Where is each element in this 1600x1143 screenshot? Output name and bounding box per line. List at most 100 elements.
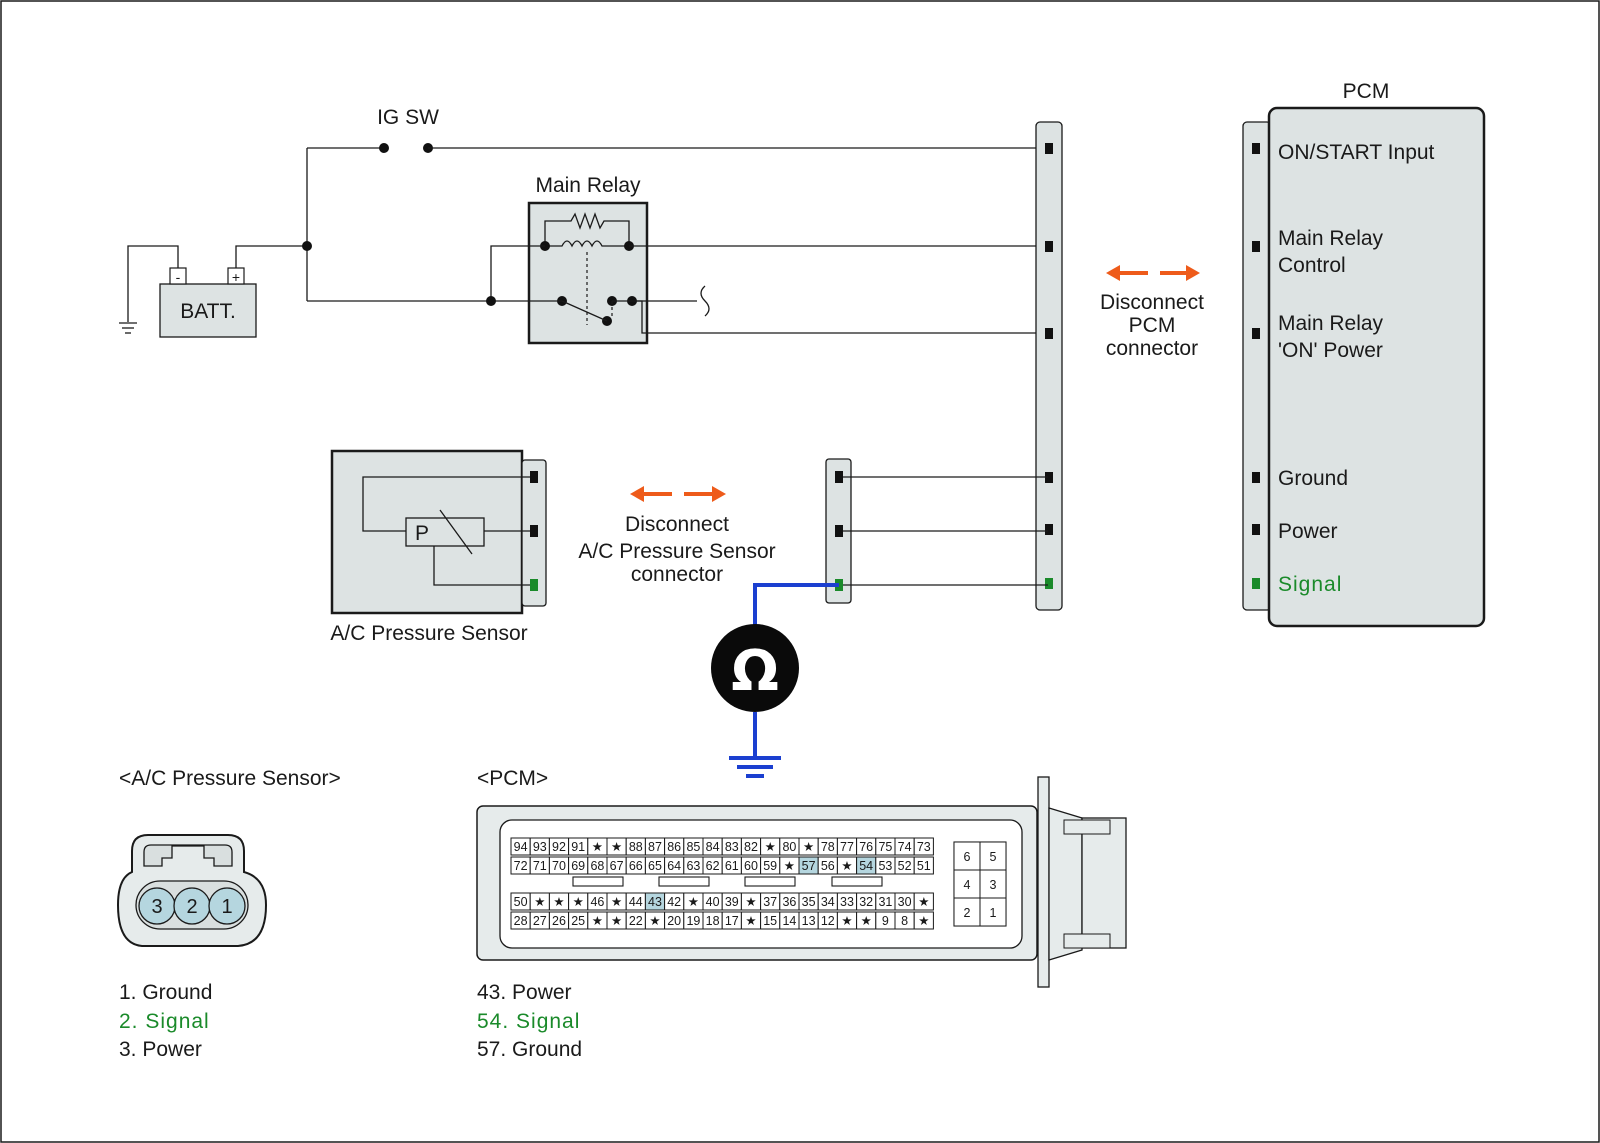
battery: - + BATT. — [159, 267, 257, 338]
ac-pressure-sensor: P A/C Pressure Sensor — [330, 449, 547, 645]
pcm-pin-label: 14 — [782, 914, 796, 928]
junction-dot — [302, 241, 312, 251]
pcm-pin-label: 57 — [802, 859, 816, 873]
ohmmeter: Ω — [711, 583, 839, 778]
pcm-pin-label: ★ — [861, 914, 872, 928]
pcm-pin-label: 35 — [802, 895, 816, 909]
pcm-pin-label: 60 — [744, 859, 758, 873]
pcm-pin-label: 61 — [725, 859, 739, 873]
pcm-pin-label: 50 — [514, 895, 528, 909]
pcm-pin-label: 52 — [898, 859, 912, 873]
pcm-pin-label: 32 — [859, 895, 873, 909]
pcm-pin-label: 73 — [917, 840, 931, 854]
pcm-pin-signal: Signal — [1278, 573, 1342, 596]
junction-dot — [486, 296, 496, 306]
sensor-pin-3-label: 3 — [151, 896, 162, 918]
wire-break-symbol — [700, 285, 710, 317]
pcm-pin-label: 87 — [648, 840, 662, 854]
pcm-pin-label: 43 — [648, 895, 662, 909]
pcm-pin-label: 68 — [590, 859, 604, 873]
pcm-pin-label: 25 — [571, 914, 585, 928]
disconnect-pcm-label-3: connector — [1106, 337, 1198, 360]
pcm-legend-3: 57. Ground — [477, 1038, 582, 1061]
battery-label: BATT. — [180, 300, 236, 323]
disconnect-pcm-label-2: PCM — [1129, 314, 1176, 337]
pcm-pin-label: 13 — [802, 914, 816, 928]
disconnect-sensor-label-3: connector — [631, 563, 723, 586]
pcm-pin-label: ★ — [553, 895, 564, 909]
pcm-pin-label: 74 — [898, 840, 912, 854]
sensor-name-label: A/C Pressure Sensor — [330, 622, 527, 645]
pcm-pin-label: 9 — [882, 914, 889, 928]
pcm-pin-label: ★ — [841, 914, 852, 928]
pcm-pin-label: 8 — [901, 914, 908, 928]
pcm-connector-title: <PCM> — [477, 767, 548, 790]
pcm-pin-label: 85 — [686, 840, 700, 854]
pcm-pin-main-relay-control-2: Control — [1278, 254, 1346, 277]
pcm-pin-ground: Ground — [1278, 467, 1348, 490]
pcm-pin-label: 69 — [571, 859, 585, 873]
pcm-pin-label: 75 — [878, 840, 892, 854]
pcm-pin-label: ★ — [649, 914, 660, 928]
pcm-pin-label: 30 — [898, 895, 912, 909]
pcm-side-pin-label: 3 — [990, 878, 997, 892]
ohm-symbol: Ω — [731, 639, 779, 704]
pcm-pin-label: ★ — [611, 914, 622, 928]
pcm-pin-label: ★ — [534, 895, 545, 909]
battery-plus-label: + — [232, 269, 240, 285]
pcm-pin-label: 17 — [725, 914, 739, 928]
pcm-pin-on-start-input: ON/START Input — [1278, 141, 1435, 164]
disconnect-sensor-label-2: A/C Pressure Sensor — [578, 540, 775, 563]
pcm-side-pin-label: 5 — [990, 850, 997, 864]
pcm-pin-label: 15 — [763, 914, 777, 928]
sensor-pin-1 — [208, 887, 246, 925]
pcm-pin-label: 64 — [667, 859, 681, 873]
sensor-legend-1: 1. Ground — [119, 981, 212, 1004]
battery-positive-wire — [235, 245, 307, 268]
pcm-pin-label: 72 — [514, 859, 528, 873]
pcm-module: PCM ON/START Input Main Relay Control Ma… — [1242, 80, 1486, 628]
pcm-pin-cell — [913, 911, 934, 930]
sensor-p-label: P — [415, 522, 429, 545]
pcm-pin-label: 44 — [629, 895, 643, 909]
pcm-pin-power: Power — [1278, 520, 1338, 543]
pcm-title: PCM — [1343, 80, 1390, 103]
pcm-harness-connector — [1035, 121, 1063, 611]
pcm-pin-label: 59 — [763, 859, 777, 873]
pcm-pin-label: 62 — [706, 859, 720, 873]
pcm-pin-main-relay-on-power-2: 'ON' Power — [1278, 339, 1383, 362]
disconnect-sensor-arrows — [630, 486, 726, 502]
pcm-pin-label: 86 — [667, 840, 681, 854]
pcm-side-pin-label: 6 — [964, 850, 971, 864]
disconnect-pcm-label-1: Disconnect — [1100, 291, 1204, 314]
pcm-pin-label: 92 — [552, 840, 566, 854]
pcm-pin-label: 51 — [917, 859, 931, 873]
pcm-pin-label: ★ — [745, 895, 756, 909]
pcm-pin-label: ★ — [592, 840, 603, 854]
pcm-pin-label: 22 — [629, 914, 643, 928]
pcm-pin-cell — [913, 856, 934, 875]
pcm-pin-label: 36 — [782, 895, 796, 909]
pcm-pin-label: 67 — [610, 859, 624, 873]
pcm-pin-label: ★ — [745, 914, 756, 928]
pcm-pin-label: 82 — [744, 840, 758, 854]
pcm-pin-label: 83 — [725, 840, 739, 854]
pcm-pin-label: 12 — [821, 914, 835, 928]
sensor-pin-1-label: 1 — [221, 896, 232, 918]
pcm-pin-label: 26 — [552, 914, 566, 928]
pcm-pin-label: 42 — [667, 895, 681, 909]
pcm-side-pin-label: 4 — [964, 878, 971, 892]
pcm-legend-1: 43. Power — [477, 981, 572, 1004]
disconnect-sensor-label-1: Disconnect — [625, 513, 729, 536]
disconnect-pcm-arrows — [1106, 265, 1200, 281]
pcm-pin-label: ★ — [611, 895, 622, 909]
pcm-pin-main-relay-on-power-1: Main Relay — [1278, 312, 1384, 335]
pcm-pin-label: 80 — [782, 840, 796, 854]
pcm-pin-main-relay-control-1: Main Relay — [1278, 227, 1384, 250]
pcm-pin-label: 66 — [629, 859, 643, 873]
sensor-connector-title: <A/C Pressure Sensor> — [119, 767, 341, 790]
pcm-pin-label: 31 — [878, 895, 892, 909]
main-relay-label: Main Relay — [535, 174, 641, 197]
